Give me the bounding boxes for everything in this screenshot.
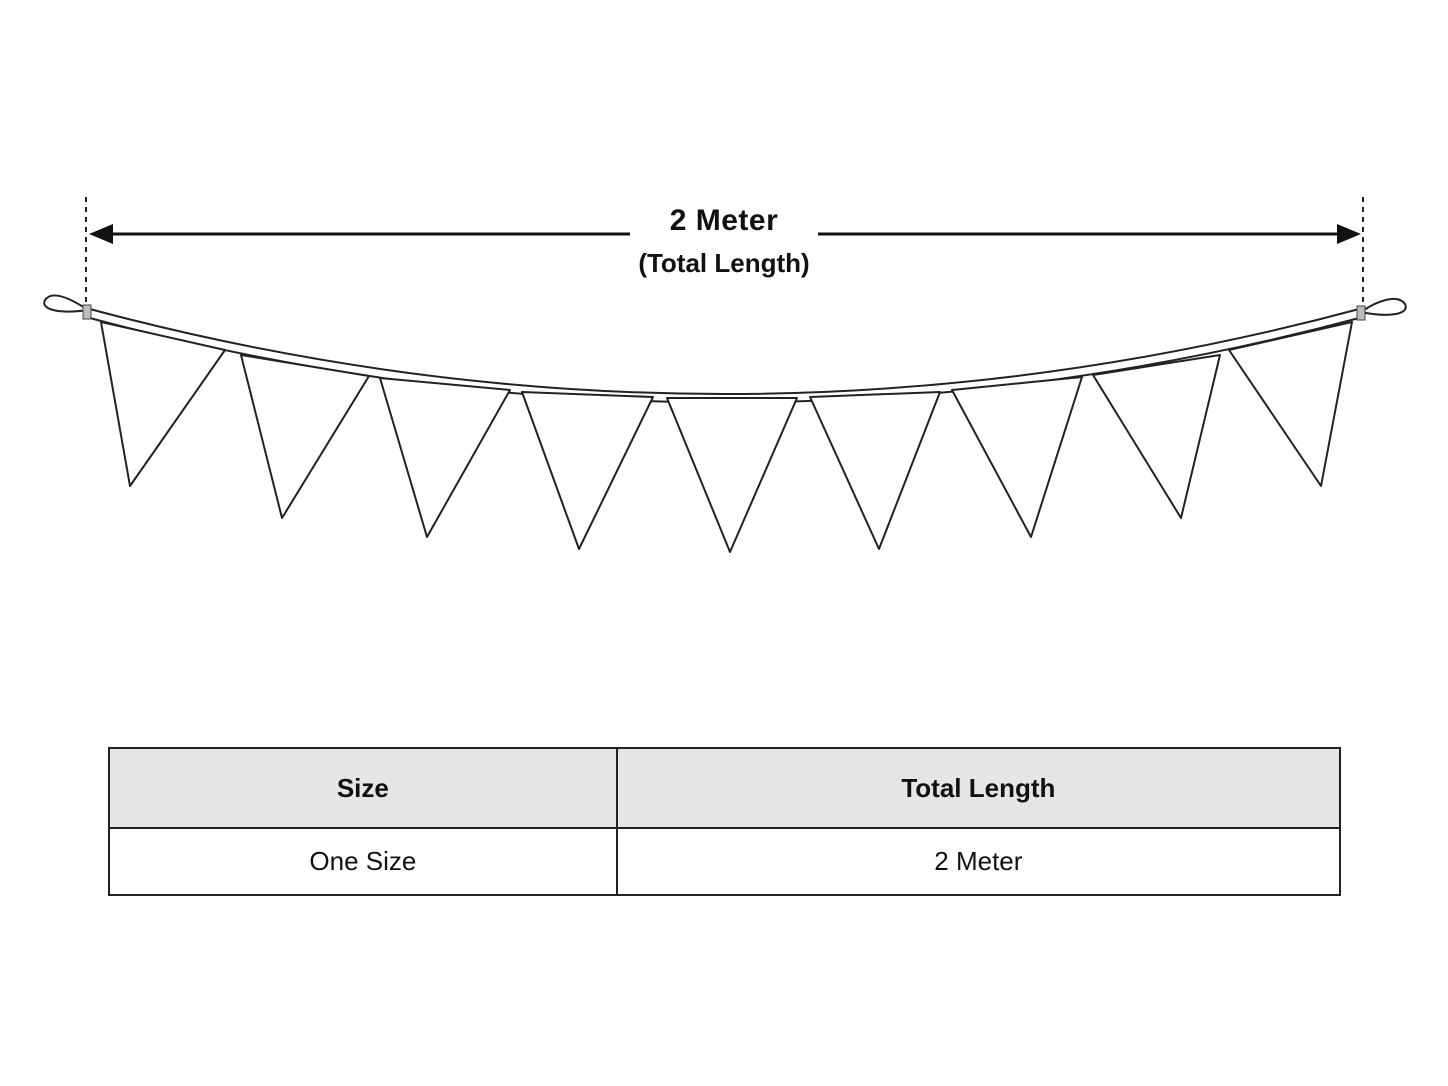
pennant-flags <box>100 321 1353 553</box>
pennant-flag <box>379 377 511 538</box>
dimension-value: 2 Meter <box>669 204 779 237</box>
right-rope-clip <box>1356 305 1366 321</box>
pennant-flag <box>951 376 1083 538</box>
cell-total-length: 2 Meter <box>615 827 1342 896</box>
right-arrowhead-icon <box>1337 224 1361 244</box>
table-row: One Size 2 Meter <box>108 827 1342 896</box>
pennant-flag <box>521 391 654 550</box>
header-total-length: Total Length <box>615 747 1342 829</box>
bunting-diagram <box>43 197 1407 553</box>
pennant-flag <box>1228 321 1353 487</box>
cell-size: One Size <box>108 827 618 896</box>
pennant-flag <box>100 321 226 487</box>
dimension-caption: (Total Length) <box>638 248 810 278</box>
pennant-flag <box>240 354 370 519</box>
size-table: Size Total Length One Size 2 Meter <box>108 747 1342 896</box>
right-loop-icon <box>1358 297 1407 316</box>
left-arrowhead-icon <box>89 224 113 244</box>
pennant-flag <box>1092 354 1221 519</box>
pennant-flag <box>809 391 941 550</box>
rope-top-edge <box>85 307 1364 395</box>
left-loop-icon <box>43 294 91 313</box>
table-header-row: Size Total Length <box>108 747 1342 829</box>
left-rope-clip <box>82 304 92 320</box>
pennant-flag <box>666 397 798 553</box>
header-size: Size <box>108 747 618 829</box>
